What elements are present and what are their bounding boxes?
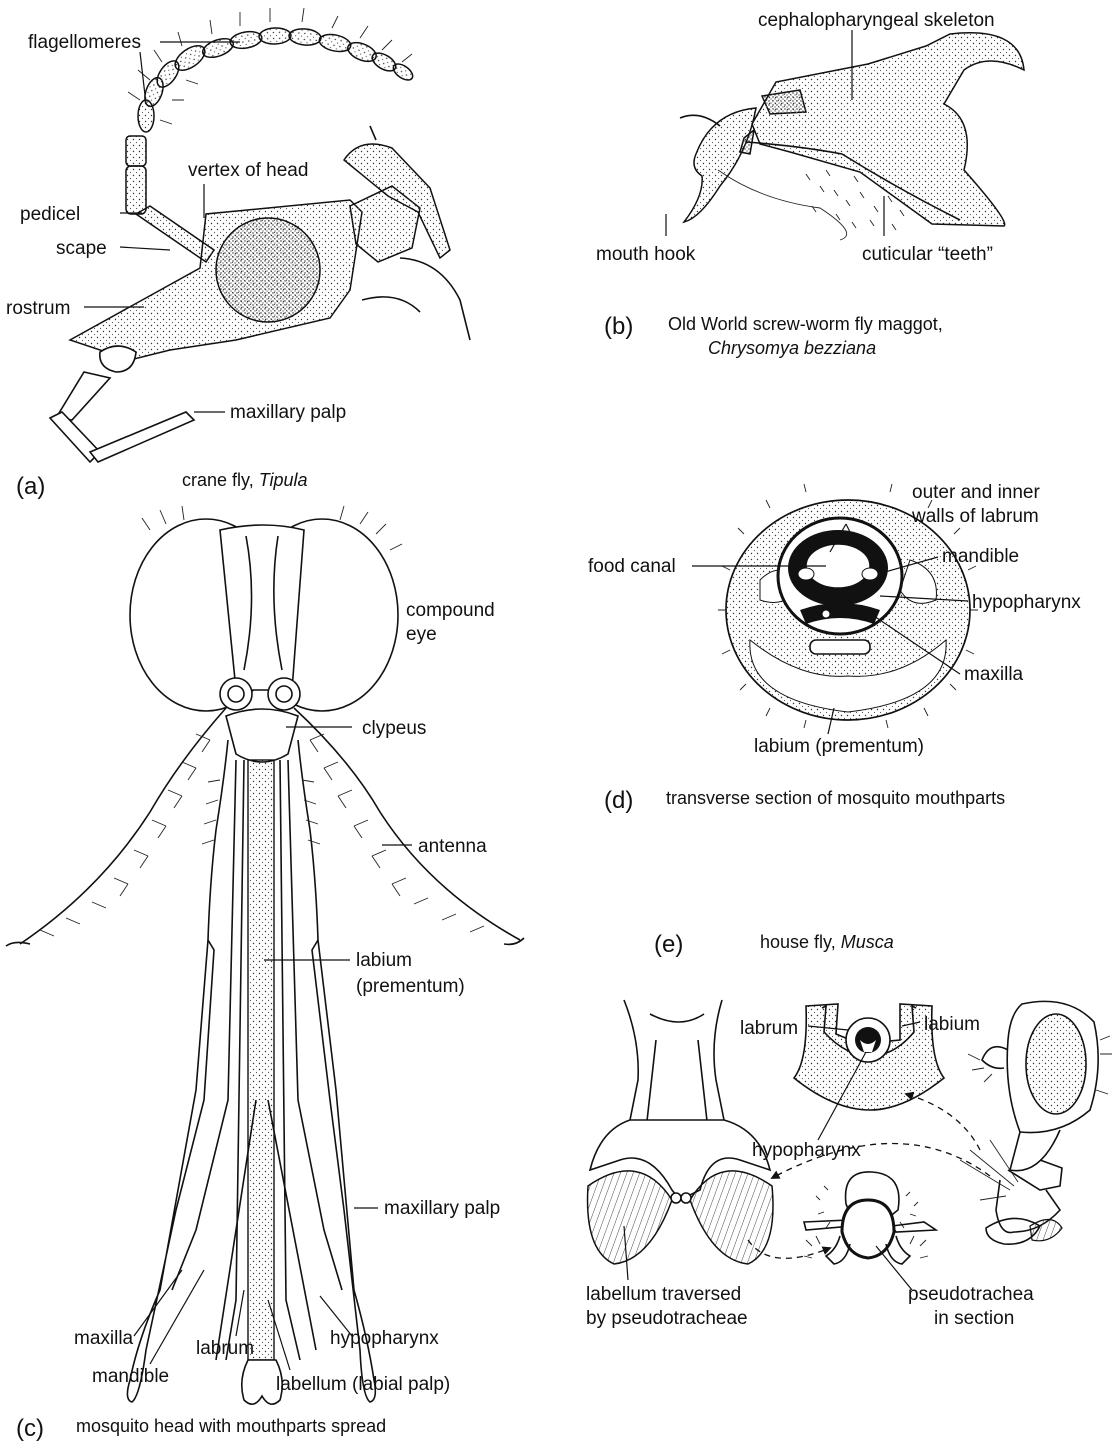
panel-d-leaders <box>692 523 969 735</box>
label-food-canal: food canal <box>588 556 676 577</box>
label-mandible-c: mandible <box>92 1366 169 1387</box>
label-maxilla-c: maxilla <box>74 1328 134 1349</box>
panel-e-house-fly-drawing <box>586 999 1112 1265</box>
antenna-base <box>125 135 216 264</box>
panel-c-mosquito-drawing <box>5 505 525 1405</box>
caption-a-genus: Tipula <box>259 470 308 490</box>
label-labium-c-2: (prementum) <box>356 976 465 997</box>
label-outer-inner-walls-1: outer and inner <box>912 482 1040 503</box>
label-labrum-e: labrum <box>740 1018 798 1039</box>
label-hypopharynx-d: hypopharynx <box>972 592 1081 613</box>
panel-letter-a: (a) <box>16 473 45 500</box>
label-clypeus: clypeus <box>362 718 426 739</box>
label-pseudotrachea-1: pseudotrachea <box>908 1284 1034 1305</box>
label-vertex-of-head: vertex of head <box>188 160 308 181</box>
labels-panel-b: cephalopharyngeal skeleton mouth hook cu… <box>596 10 995 358</box>
label-maxilla-d: maxilla <box>964 664 1024 685</box>
label-pedicel: pedicel <box>20 204 80 225</box>
label-rostrum: rostrum <box>6 298 70 319</box>
label-compound-eye-2: eye <box>406 624 437 645</box>
label-hypopharynx-e: hypopharynx <box>752 1140 861 1161</box>
caption-c: mosquito head with mouthparts spread <box>76 1416 386 1436</box>
panel-letter-e: (e) <box>654 931 683 958</box>
label-mouth-hook: mouth hook <box>596 244 696 265</box>
panel-letter-d: (d) <box>604 787 633 814</box>
panel-letter-b: (b) <box>604 313 633 340</box>
panel-a-crane-fly-drawing <box>48 7 471 464</box>
label-labellum-e-2: by pseudotracheae <box>586 1308 748 1329</box>
labels-panel-d: outer and inner walls of labrum food can… <box>588 482 1081 814</box>
labels-panel-e: (e) house fly, Musca labrum labium hypop… <box>586 931 1034 1329</box>
caption-e-genus: Musca <box>841 932 894 952</box>
caption-e-text: house fly, <box>760 932 841 952</box>
panel-e-leaders <box>623 1021 921 1291</box>
label-compound-eye-1: compound <box>406 600 495 621</box>
label-hypopharynx-c: hypopharynx <box>330 1328 439 1349</box>
label-labrum-c: labrum <box>196 1338 254 1359</box>
panel-d-section-drawing <box>718 483 978 729</box>
label-pseudotrachea-2: in section <box>934 1308 1014 1329</box>
label-antenna: antenna <box>418 836 487 857</box>
crane-fly-head <box>48 125 471 464</box>
caption-d: transverse section of mosquito mouthpart… <box>666 788 1005 808</box>
label-cephalopharyngeal-skeleton: cephalopharyngeal skeleton <box>758 10 995 31</box>
label-labellum-c: labellum (labial palp) <box>276 1374 450 1395</box>
panel-b-maggot-drawing <box>679 32 1025 241</box>
panel-letter-c: (c) <box>16 1415 44 1442</box>
labels-panel-c: compound eye clypeus antenna labium (pre… <box>16 600 500 1442</box>
label-maxillary-palp-a: maxillary palp <box>230 402 346 423</box>
label-cuticular-teeth: cuticular “teeth” <box>862 244 993 265</box>
label-labium-c-1: labium <box>356 950 412 971</box>
label-mandible-d: mandible <box>942 546 1019 567</box>
label-outer-inner-walls-2: walls of labrum <box>911 506 1039 527</box>
caption-a-text: crane fly, <box>182 470 259 490</box>
label-scape: scape <box>56 238 107 259</box>
labels-panel-a: flagellomeres vertex of head pedicel sca… <box>6 32 346 500</box>
label-labium-e: labium <box>924 1014 980 1035</box>
label-labellum-e-1: labellum traversed <box>586 1284 741 1305</box>
caption-b-line1: Old World screw-worm fly maggot, <box>668 314 943 334</box>
panel-e-arrows <box>747 1091 991 1259</box>
panel-a-leaders <box>84 41 240 413</box>
caption-b-line2: Chrysomya bezziana <box>708 338 876 358</box>
caption-e: house fly, Musca <box>760 932 894 952</box>
panel-c-leaders <box>133 726 412 1371</box>
label-maxillary-palp-c: maxillary palp <box>384 1198 500 1219</box>
label-flagellomeres: flagellomeres <box>28 32 141 53</box>
caption-a: crane fly, Tipula <box>182 470 308 490</box>
panel-b-leaders <box>665 30 885 236</box>
antenna-flagellum <box>127 7 414 133</box>
label-labium-d: labium (prementum) <box>754 736 924 757</box>
